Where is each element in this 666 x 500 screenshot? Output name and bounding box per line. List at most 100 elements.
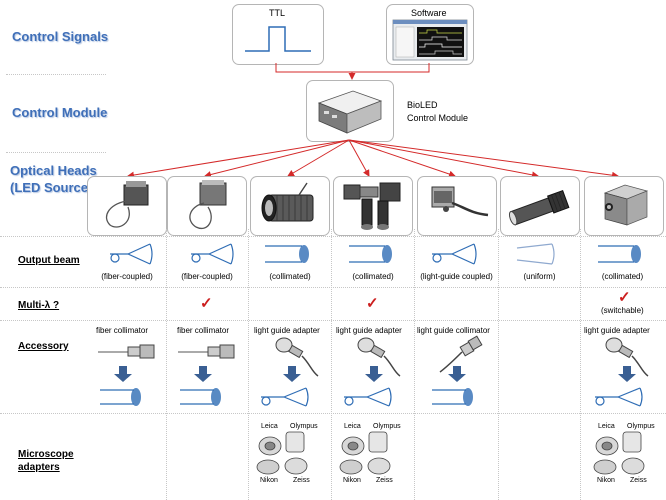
row-label-microscope: Microscope adapters xyxy=(18,448,74,474)
light-guide-led-icon xyxy=(431,186,489,217)
result-beam-collimated-icon xyxy=(180,389,214,405)
collimated-box-led-icon xyxy=(603,184,649,226)
brand-label-olympus: Olympus xyxy=(373,423,401,430)
row-label-microscope-line1: Microscope xyxy=(18,449,74,460)
brand-label-olympus: Olympus xyxy=(290,423,318,430)
column-separator xyxy=(498,229,499,500)
beam-caption: (light-guide coupled) xyxy=(420,272,493,281)
row-separator xyxy=(0,287,666,288)
brand-label-nikon: Nikon xyxy=(597,477,615,484)
row-separator xyxy=(0,320,666,321)
light-guide-adapter-icon xyxy=(605,337,649,377)
result-beam-spot-icons xyxy=(131,388,473,406)
beam-collimated-icon xyxy=(349,245,385,263)
fiber-collimator-icon xyxy=(98,344,155,359)
brand-label-olympus: Olympus xyxy=(627,423,655,430)
row-label-output-beam: Output beam xyxy=(18,255,80,266)
beam-uniform-icon xyxy=(516,243,555,265)
software-label: Software xyxy=(411,8,447,18)
ttl-label: TTL xyxy=(269,8,286,18)
module-name-line1: BioLED xyxy=(407,100,438,110)
multi-check-mark: ✓ xyxy=(366,295,379,312)
microscope-adapter-set-icon xyxy=(339,431,391,475)
beam-collimated-icon xyxy=(598,245,634,263)
brand-label-zeiss: Zeiss xyxy=(376,477,393,484)
result-beam-light-guide-icon xyxy=(261,387,309,407)
microscope-adapter-set-icon xyxy=(256,431,308,475)
software-screenshot-icon xyxy=(392,19,468,61)
accessory-label: fiber collimator xyxy=(96,326,149,335)
fiber-collimator-icon xyxy=(178,344,235,359)
fiber-coupled-led-icon xyxy=(189,180,227,230)
light-guide-collimator-icon xyxy=(439,335,483,373)
separator xyxy=(6,74,106,75)
beam-spot-icons xyxy=(299,245,641,263)
down-arrow-icons xyxy=(114,366,636,382)
result-beam-collimated-icon xyxy=(432,389,466,405)
brand-label-zeiss: Zeiss xyxy=(293,477,310,484)
brand-label-nikon: Nikon xyxy=(260,477,278,484)
separator xyxy=(6,152,106,153)
led-head-5 xyxy=(417,176,497,236)
beam-caption: (fiber-coupled) xyxy=(101,272,153,281)
column-separator xyxy=(248,229,249,500)
control-module-box xyxy=(306,80,394,142)
multi-led-collimated-icon xyxy=(343,182,401,230)
result-beam-collimated-icon xyxy=(100,389,134,405)
led-head-2 xyxy=(167,176,247,236)
column-separator xyxy=(331,229,332,500)
row-label-microscope-line2: adapters xyxy=(18,462,60,473)
led-head-7 xyxy=(584,176,664,236)
beam-fiber-coupled-icon xyxy=(110,243,153,265)
collimated-led-icon xyxy=(261,182,314,222)
column-separator xyxy=(414,229,415,500)
accessory-label: fiber collimator xyxy=(177,326,230,335)
column-separator xyxy=(580,229,581,500)
beam-caption: (collimated) xyxy=(601,272,644,281)
fiber-coupled-led-icon xyxy=(105,181,149,228)
accessory-label: light guide adapter xyxy=(336,326,402,335)
beam-fiber-coupled-icon xyxy=(191,243,234,265)
section-control-signals: Control Signals xyxy=(12,29,109,44)
led-head-1 xyxy=(87,176,167,236)
column-separator xyxy=(166,229,167,500)
beam-collimated-icon xyxy=(265,245,302,263)
beam-caption: (collimated) xyxy=(269,272,311,281)
brand-label-nikon: Nikon xyxy=(343,477,361,484)
section-optical-heads: Optical Heads (LED Sources) xyxy=(10,162,100,196)
light-guide-adapter-icon xyxy=(357,337,401,377)
row-separator xyxy=(0,413,666,414)
software-box: Software xyxy=(386,4,474,65)
result-beam-light-guide-icon xyxy=(344,387,392,407)
row-label-multi: Multi-λ ? xyxy=(18,300,60,311)
brand-label-leica: Leica xyxy=(344,423,361,430)
result-beam-light-guide-icon xyxy=(595,387,643,407)
bioled-unit-icon xyxy=(317,90,383,134)
ttl-box: TTL xyxy=(232,4,324,65)
row-separator xyxy=(0,236,666,237)
brand-label-leica: Leica xyxy=(598,423,615,430)
row-label-accessory: Accessory xyxy=(18,341,69,352)
accessory-label: light guide adapter xyxy=(584,326,650,335)
led-head-4 xyxy=(333,176,413,236)
led-head-6 xyxy=(500,176,580,236)
section-optical-heads-line1: Optical Heads xyxy=(10,163,97,178)
switchable-label: (switchable) xyxy=(601,306,644,315)
ttl-pulse-icon xyxy=(245,26,311,52)
beam-caption: (fiber-coupled) xyxy=(181,272,233,281)
multi-check-mark: ✓ xyxy=(200,295,213,312)
uniform-led-icon xyxy=(508,189,570,226)
section-optical-heads-line2: (LED Sources) xyxy=(10,180,100,195)
brand-label-leica: Leica xyxy=(261,423,278,430)
beam-caption: (uniform) xyxy=(523,272,556,281)
microscope-adapter-set-icon xyxy=(593,431,645,475)
beam-light-guide-icon xyxy=(432,243,477,265)
brand-label-zeiss: Zeiss xyxy=(630,477,647,484)
light-guide-adapter-icon xyxy=(275,337,319,377)
accessory-label: light guide adapter xyxy=(254,326,320,335)
section-control-module: Control Module xyxy=(12,105,108,120)
